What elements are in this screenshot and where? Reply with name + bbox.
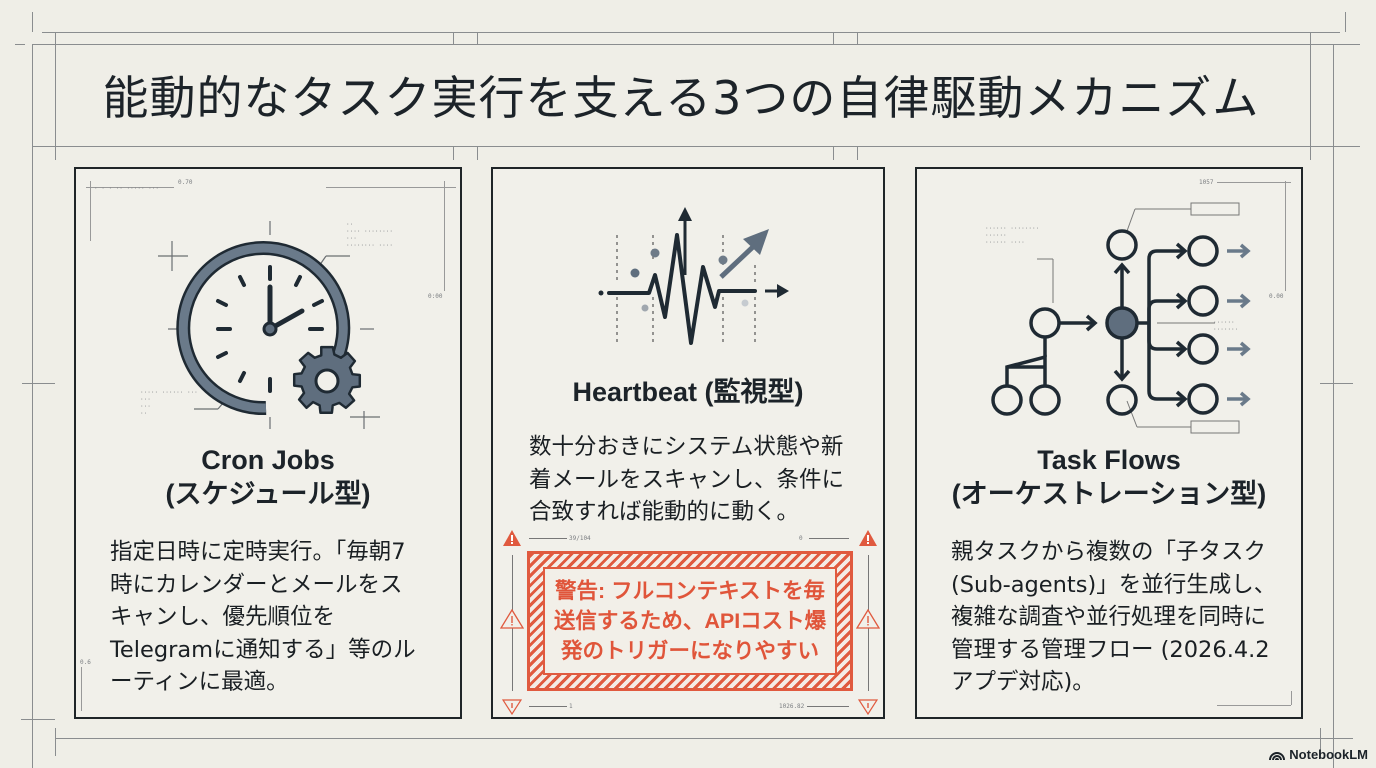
body-line: 数十分おきにシステム状態や新: [529, 434, 844, 460]
frame-tick-left: [15, 44, 25, 45]
heading-line: (スケジュール型): [165, 479, 371, 509]
card-heading: Task Flows (オーケストレーション型): [917, 443, 1301, 511]
annotation-line: [1285, 181, 1286, 291]
frame-divider-mid-2: [477, 146, 478, 160]
heading-line: Cron Jobs: [201, 445, 335, 475]
body-line: 指定日時に定時実行。「毎朝7: [110, 539, 406, 565]
frame-line-bottom: [55, 738, 1353, 739]
annotation-text: ······ ··················· ····: [346, 221, 393, 249]
heartbeat-pulse-icon: [598, 207, 789, 345]
dimension-line: [807, 706, 849, 707]
annotation-value: 0:00: [428, 293, 443, 300]
frame-divider-mid-4: [857, 146, 858, 160]
dimension-label: 39/104: [569, 535, 591, 542]
frame-line-left-inner: [55, 32, 56, 160]
frame-tick-right: [1337, 44, 1347, 45]
notebooklm-brand: NotebookLM: [1269, 747, 1368, 762]
card-cron-jobs: · · · ·· ····· ··· 0.70 0:00 0.6: [74, 167, 462, 719]
card-heading: Heartbeat (監視型): [572, 377, 804, 407]
annotation-line: [1291, 691, 1292, 705]
body-line: 時にカレンダーとメールをス: [110, 571, 403, 598]
annotation-line: [86, 187, 174, 188]
annotation-value: 0.70: [178, 179, 193, 186]
body-line: アプデ対応)。: [951, 669, 1095, 695]
annotation-line: [326, 187, 456, 188]
body-line: 複雑な調査や並行処理を同時に: [951, 604, 1267, 630]
warning-triangle-down-icon: [858, 699, 878, 715]
annotation-text: ····· ······ ···········: [140, 389, 198, 417]
frame-line-left-outer: [32, 44, 33, 768]
body-line: ーティンに最適。: [110, 669, 289, 695]
annotation-line: [81, 667, 82, 711]
annotation-line: [1217, 182, 1291, 183]
warning-triangle-down-icon: [502, 699, 522, 715]
warning-box: 警告: フルコンテキストを毎 送信するため、APIコスト爆 発のトリガーになりや…: [527, 551, 853, 691]
frame-tick-bottom-left: [55, 728, 56, 756]
dimension-line: [529, 538, 567, 539]
warning-line: 送信するため、APIコスト爆: [553, 609, 827, 633]
warning-triangle-icon: [859, 530, 877, 546]
frame-tick-top-right: [1345, 12, 1346, 32]
frame-tick-top-left: [32, 12, 33, 32]
body-line: Telegramに通知する」等のル: [110, 636, 416, 663]
dimension-line: [529, 706, 567, 707]
frame-divider-title-4: [857, 32, 858, 44]
card-body: 親タスクから複数の「子タスク (Sub-agents)」を並行生成し、 複雑な調…: [951, 536, 1281, 699]
frame-divider-mid-3: [833, 146, 834, 160]
card-heartbeat: Heartbeat (監視型) 数十分おきにシステム状態や新 着メールをスキャン…: [491, 167, 885, 719]
warning-text: 警告: フルコンテキストを毎 送信するため、APIコスト爆 発のトリガーになりや…: [543, 567, 837, 675]
brand-label: NotebookLM: [1289, 747, 1368, 762]
card-body: 指定日時に定時実行。「毎朝7 時にカレンダーとメールをス キャンし、優先順位を …: [110, 536, 440, 699]
dimension-line: [809, 538, 849, 539]
warning-triangle-icon: [503, 530, 521, 546]
frame-line-title-top: [32, 44, 1360, 45]
heading-line: Task Flows: [1037, 445, 1181, 475]
frame-line-right-inner: [1310, 32, 1311, 160]
frame-divider-title-1: [453, 32, 454, 44]
annotation-value: 1057: [1199, 179, 1214, 186]
frame-divider-mid-1: [453, 146, 454, 160]
annotation-line: [90, 181, 91, 241]
warning-line: 警告: フルコンテキストを毎: [554, 579, 826, 603]
frame-line-right-outer: [1333, 44, 1334, 768]
frame-tick-bottom-left-h: [21, 719, 55, 720]
annotation-text: ·············: [1213, 319, 1239, 333]
body-line: (Sub-agents)」を並行生成し、: [951, 571, 1277, 598]
dimension-label: 1: [569, 703, 573, 710]
annotation-value: 0.00: [1269, 293, 1284, 300]
body-line: キャンし、優先順位を: [110, 604, 336, 630]
annotation-text: ······ ···················· ····: [985, 225, 1040, 246]
frame-divider-title-2: [477, 32, 478, 44]
page-title: 能動的なタスク実行を支える3つの自律駆動メカニズム: [102, 71, 1260, 125]
frame-line-title-bottom: [32, 146, 1360, 147]
warning-triangle-outline-icon: [856, 609, 880, 629]
card-body: 数十分おきにシステム状態や新 着メールをスキャンし、条件に 合致すれば能動的に動…: [529, 431, 863, 529]
dimension-label: 0: [799, 535, 803, 542]
body-line: 親タスクから複数の「子タスク: [951, 539, 1267, 565]
annotation-value: 0.6: [80, 659, 91, 666]
clock-gear-icon: [158, 221, 380, 429]
task-flow-tree-icon: [991, 202, 1251, 434]
frame-cross-left: [22, 383, 55, 384]
warning-triangle-outline-icon: [500, 609, 524, 629]
body-line: 管理する管理フロー (2026.4.2: [951, 636, 1270, 663]
annotation-line: [444, 181, 445, 291]
frame-cross-right: [1320, 383, 1353, 384]
notebooklm-logo-icon: [1269, 751, 1286, 760]
annotation-line: [1217, 705, 1291, 706]
annotation-text: · · · ·· ····· ···: [94, 185, 160, 192]
frame-tick-bottom-right: [1320, 728, 1321, 756]
frame-line-top: [42, 32, 1340, 33]
body-line: 合致すれば能動的に動く。: [529, 499, 800, 525]
card-task-flows: 1057 0.00: [915, 167, 1303, 719]
heading-line: (オーケストレーション型): [951, 479, 1267, 509]
dimension-label: 1026.82: [779, 703, 805, 710]
frame-divider-title-3: [833, 32, 834, 44]
warning-line: 発のトリガーになりやすい: [560, 639, 819, 663]
body-line: 着メールをスキャンし、条件に: [529, 466, 845, 493]
card-heading: Cron Jobs (スケジュール型): [76, 443, 460, 511]
